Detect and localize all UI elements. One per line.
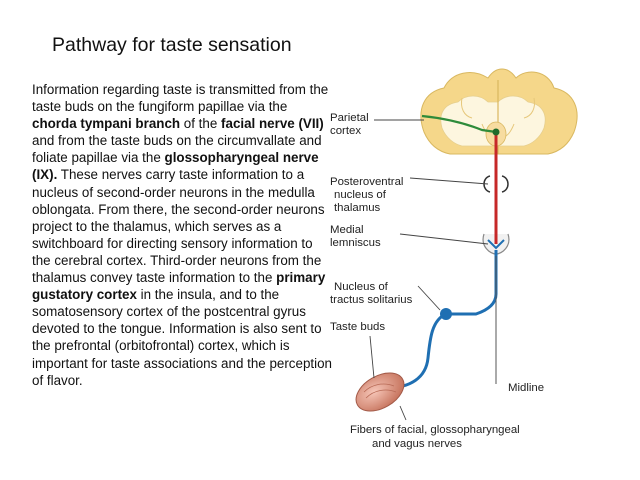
blue-afferent-fibers [385,312,447,390]
label-posteroventral-1: Posteroventral [330,176,403,188]
label-fibers-1: Fibers of facial, glossopharyngeal [350,424,520,436]
taste-bud-icon [355,372,405,412]
paragraph-text-run: These nerves carry taste information to … [32,167,325,286]
label-medial-1: Medial [330,224,364,236]
paragraph-text-run: Information regarding taste is transmitt… [32,82,329,115]
paragraph-text-run: and from the taste buds on the circumval… [32,133,322,166]
label-taste-buds: Taste buds [330,321,385,333]
label-nts-1: Nucleus of [334,281,389,293]
paragraph-bold-term: chorda tympani branch [32,116,181,132]
brain-section [420,68,578,155]
slide-title: Pathway for taste sensation [52,34,292,56]
paragraph-bold-term: primary gustatory cortex [32,270,326,303]
label-fibers-2: and vagus nerves [372,438,462,450]
green-cortical-pathway [421,114,497,134]
paragraph-text-run: in the insula, and to the somatosensory … [32,287,332,388]
taste-pathway-diagram: Parietal cortex Posteroventral nucleus o… [330,68,578,450]
cortex-terminal-dot [492,128,500,136]
paragraph-bold-term: facial nerve (VII) [221,116,324,132]
label-posteroventral-2: nucleus of [334,189,387,201]
paragraph-text-run: of the [180,116,222,132]
blue-ascending-pathway [450,250,498,316]
label-parietal-1: Parietal [330,112,369,124]
label-medial-2: lemniscus [330,237,381,249]
white-matter [440,95,546,147]
label-parietal-2: cortex [330,125,361,137]
paragraph-bold-term: glossopharyngeal nerve (IX). [32,150,319,183]
description-paragraph: Information regarding taste is transmitt… [32,81,332,389]
label-midline: Midline [508,382,544,394]
label-posteroventral-3: thalamus [334,202,381,214]
label-nts-2: tractus solitarius [330,294,413,306]
